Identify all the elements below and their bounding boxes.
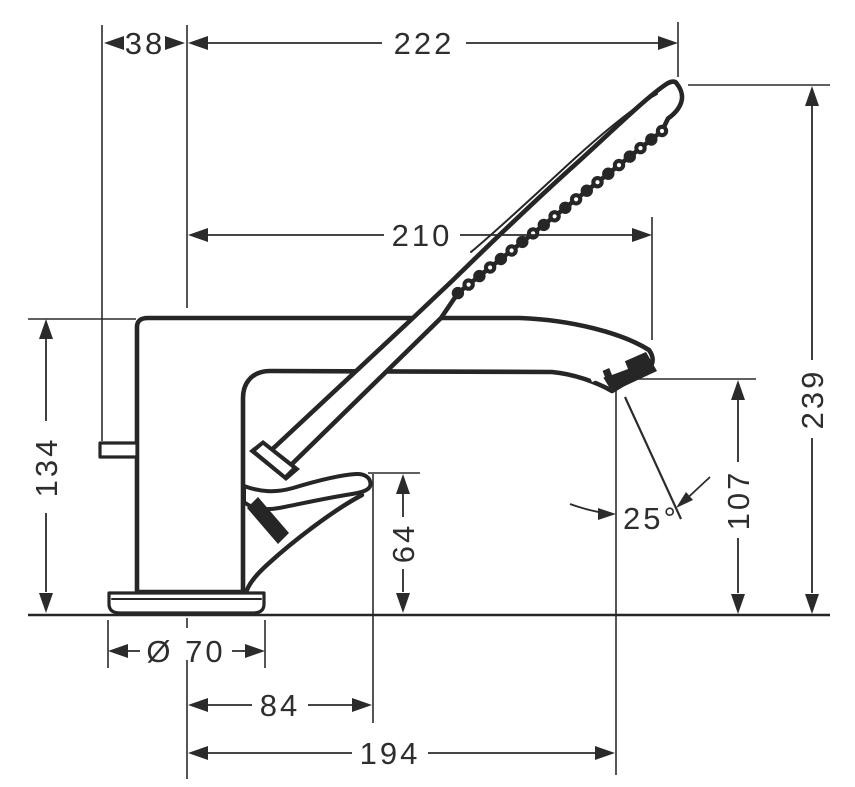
dimension-134: 134 bbox=[29, 319, 64, 613]
dimension-84: 84 bbox=[188, 688, 372, 723]
lever-stem bbox=[247, 497, 289, 544]
spray-bead-hole bbox=[488, 265, 493, 270]
dim-arrow bbox=[805, 594, 819, 614]
spray-bead bbox=[537, 218, 550, 232]
dim-label-134: 134 bbox=[29, 437, 64, 498]
dim-arrow bbox=[396, 474, 410, 494]
dimension-dia-70: Ø 70 bbox=[108, 634, 265, 669]
dim-arrow bbox=[188, 698, 208, 712]
angle-arrow-left bbox=[598, 508, 616, 520]
dimension-194: 194 bbox=[188, 736, 615, 771]
body-front-edge bbox=[244, 492, 365, 593]
dim-arrow bbox=[188, 228, 208, 242]
dim-arrow bbox=[39, 593, 53, 613]
dim-arrow bbox=[188, 746, 208, 760]
dimension-107: 107 bbox=[721, 380, 756, 614]
spray-bead bbox=[602, 167, 615, 180]
aerator-slot bbox=[588, 367, 605, 382]
spray-bead-hole bbox=[616, 163, 622, 168]
dim-label-194: 194 bbox=[360, 736, 421, 771]
angle-slant-line bbox=[624, 396, 682, 520]
aerator-face bbox=[600, 352, 657, 392]
dimension-210: 210 bbox=[188, 218, 652, 253]
spray-nozzles bbox=[451, 124, 669, 300]
spray-bead bbox=[473, 269, 486, 283]
dim-arrow bbox=[805, 86, 819, 106]
dim-arrow bbox=[39, 319, 53, 339]
dim-arrow bbox=[731, 594, 745, 614]
dim-arrow bbox=[658, 36, 678, 50]
extension-lines bbox=[28, 22, 830, 779]
hand-shower-face-line bbox=[470, 93, 658, 253]
dim-label-210: 210 bbox=[392, 218, 453, 253]
dim-label-dia-70: Ø 70 bbox=[146, 634, 225, 669]
dim-arrow bbox=[188, 36, 208, 50]
base-plate bbox=[107, 591, 266, 615]
dim-arrow bbox=[396, 593, 410, 613]
dim-label-222: 222 bbox=[394, 26, 455, 61]
dim-arrow bbox=[245, 644, 265, 658]
dim-label-64: 64 bbox=[386, 523, 421, 563]
spray-bead-hole bbox=[638, 146, 643, 151]
dim-arrow bbox=[632, 228, 652, 242]
hand-shower-outline bbox=[261, 79, 685, 470]
spray-bead bbox=[516, 235, 529, 249]
spray-bead bbox=[645, 133, 658, 146]
hose-connection-tab bbox=[98, 441, 139, 459]
hand-shower bbox=[249, 79, 685, 481]
shower-holder-slot bbox=[256, 445, 292, 475]
dim-arrow bbox=[352, 698, 372, 712]
spray-bead bbox=[451, 286, 465, 300]
spray-bead-hole bbox=[574, 197, 579, 202]
dim-arrow bbox=[731, 380, 745, 400]
dim-arrow bbox=[595, 746, 615, 760]
dim-label-38: 38 bbox=[125, 26, 165, 61]
lever-handle bbox=[242, 471, 373, 512]
spray-bead-hole bbox=[509, 248, 514, 253]
angle-arrow-right bbox=[676, 492, 693, 508]
spray-bead bbox=[559, 201, 572, 214]
spray-bead-hole bbox=[595, 180, 600, 185]
spray-bead bbox=[580, 184, 593, 197]
spray-bead-hole bbox=[466, 282, 471, 287]
angle-label-25: 25° bbox=[623, 501, 679, 536]
dim-arrow bbox=[165, 36, 185, 50]
dim-label-84: 84 bbox=[260, 688, 300, 723]
angle-annotation-25: 25° bbox=[569, 396, 711, 536]
dim-arrow bbox=[108, 644, 128, 658]
spray-bead-hole bbox=[552, 214, 557, 219]
spout-aerator bbox=[588, 352, 657, 392]
dimension-239: 239 bbox=[795, 86, 830, 614]
faucet bbox=[98, 315, 655, 615]
dimension-64: 64 bbox=[386, 474, 421, 613]
spray-bead bbox=[494, 252, 508, 266]
dim-label-107: 107 bbox=[721, 470, 756, 531]
spray-bead bbox=[623, 150, 636, 163]
dim-label-239: 239 bbox=[795, 369, 830, 430]
faucet-body bbox=[134, 315, 655, 595]
spray-bead-hole bbox=[659, 128, 665, 134]
dim-arrow bbox=[104, 36, 124, 50]
dimension-38: 38 bbox=[104, 26, 185, 61]
aerator-slot bbox=[608, 359, 628, 375]
dimension-222: 222 bbox=[188, 26, 678, 61]
